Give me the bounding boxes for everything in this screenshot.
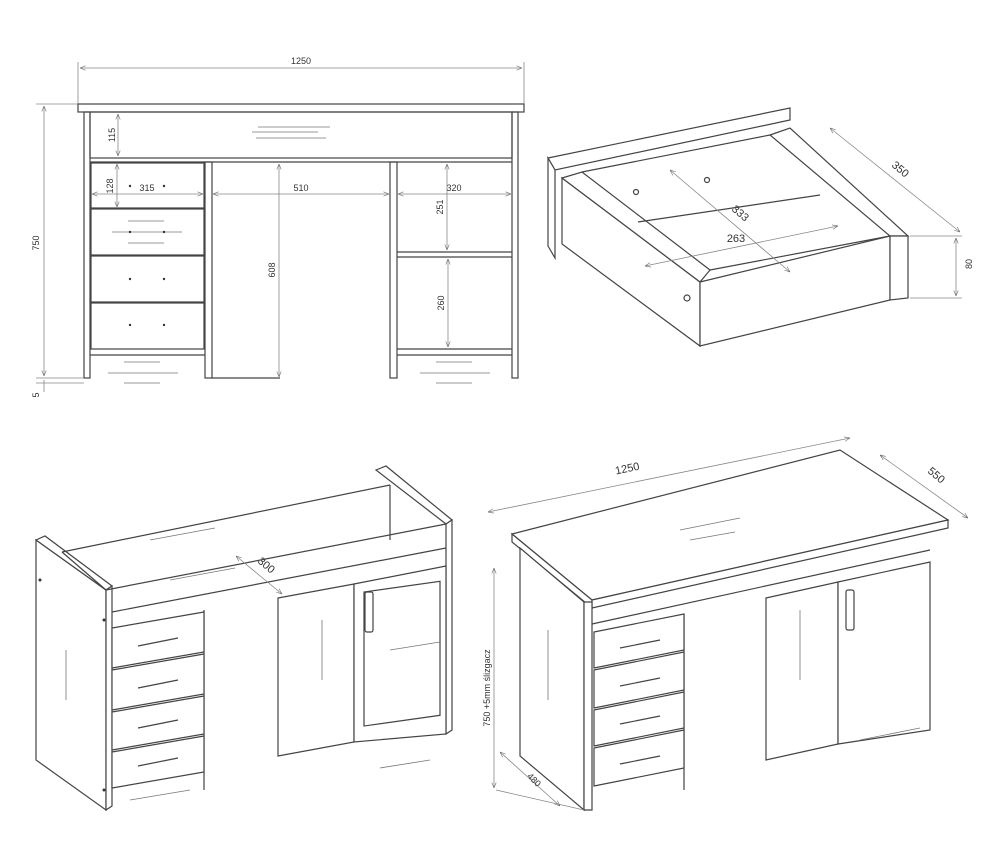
top-drawer — [89, 111, 513, 159]
label-shelf-upper: 251 — [435, 199, 445, 214]
label-drawer-inner-width: 263 — [727, 233, 745, 245]
label-perspective-height: 750 +5mm ślizgacz — [482, 649, 492, 727]
label-shelf-lower: 260 — [436, 295, 446, 310]
label-perspective-depth: 550 — [925, 465, 947, 486]
perspective-view: 1250 550 750 +5mm ślizgacz 480 — [482, 438, 968, 812]
front-view: 1250 115 128 315 510 — [31, 56, 525, 398]
desktop — [77, 103, 525, 113]
label-knee-height: 608 — [267, 262, 277, 277]
label-width: 1250 — [291, 56, 311, 66]
label-cabinet-width: 320 — [446, 183, 461, 193]
drawer-view: 333 263 350 80 — [547, 107, 974, 348]
open-perspective-view: 300 — [34, 465, 454, 812]
label-perspective-width: 1250 — [614, 461, 640, 478]
label-knee-width: 510 — [293, 183, 308, 193]
drawers — [111, 611, 205, 789]
label-total-height: 750 — [31, 235, 41, 250]
label-top-drawer-depth: 300 — [255, 555, 277, 576]
label-drawer-depth: 350 — [889, 159, 911, 180]
label-drawer-height: 128 — [105, 178, 115, 193]
label-drawer-width: 315 — [139, 183, 154, 193]
label-glide: 5 — [31, 392, 41, 397]
label-top-drawer-height: 115 — [107, 128, 117, 142]
label-drawer-height: 80 — [964, 259, 974, 269]
